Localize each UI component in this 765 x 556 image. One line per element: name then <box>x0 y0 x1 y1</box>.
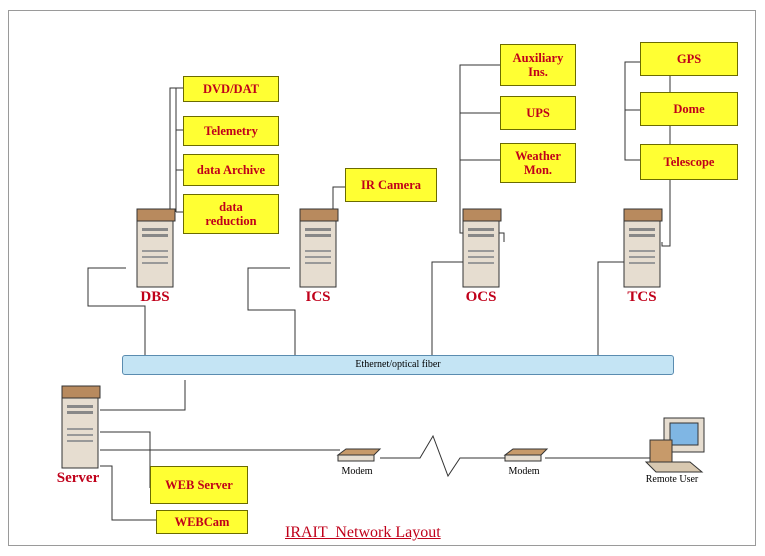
gps-box: GPS <box>640 42 738 76</box>
auxiliary-ins-box: Auxiliary Ins. <box>500 44 576 86</box>
diagram-title: IRAIT Network Layout <box>285 524 441 541</box>
telemetry-box: Telemetry <box>183 116 279 146</box>
data-reduction-box: data reduction <box>183 194 279 234</box>
ethernet-bus: Ethernet/optical fiber <box>122 355 674 375</box>
ics-computer-icon <box>299 208 339 288</box>
ir-camera-box: IR Camera <box>345 168 437 202</box>
ocs-computer-icon <box>462 208 502 288</box>
dome-box: Dome <box>640 92 738 126</box>
modem-left-label: Modem <box>341 466 373 477</box>
tcs-label: TCS <box>627 289 657 305</box>
webcam-box: WEBCam <box>156 510 248 534</box>
ups-box: UPS <box>500 96 576 130</box>
telescope-box: Telescope <box>640 144 738 180</box>
dbs-computer-icon <box>136 208 176 288</box>
ocs-label: OCS <box>465 289 497 305</box>
diagram-frame <box>8 10 756 546</box>
remote-user-workstation-icon <box>644 417 705 473</box>
dvd-dat-box: DVD/DAT <box>183 76 279 102</box>
modem-right-label: Modem <box>508 466 540 477</box>
modem-left-icon <box>336 448 382 462</box>
server-computer-icon <box>61 385 101 469</box>
modem-right-icon <box>503 448 549 462</box>
data-archive-box: data Archive <box>183 154 279 186</box>
remote-user-label: Remote User <box>645 474 699 485</box>
dbs-label: DBS <box>140 289 170 305</box>
server-label: Server <box>56 470 100 486</box>
weather-mon-box: Weather Mon. <box>500 143 576 183</box>
web-server-box: WEB Server <box>150 466 248 504</box>
tcs-computer-icon <box>623 208 663 288</box>
ethernet-label: Ethernet/optical fiber <box>355 359 441 370</box>
ics-label: ICS <box>305 289 331 305</box>
